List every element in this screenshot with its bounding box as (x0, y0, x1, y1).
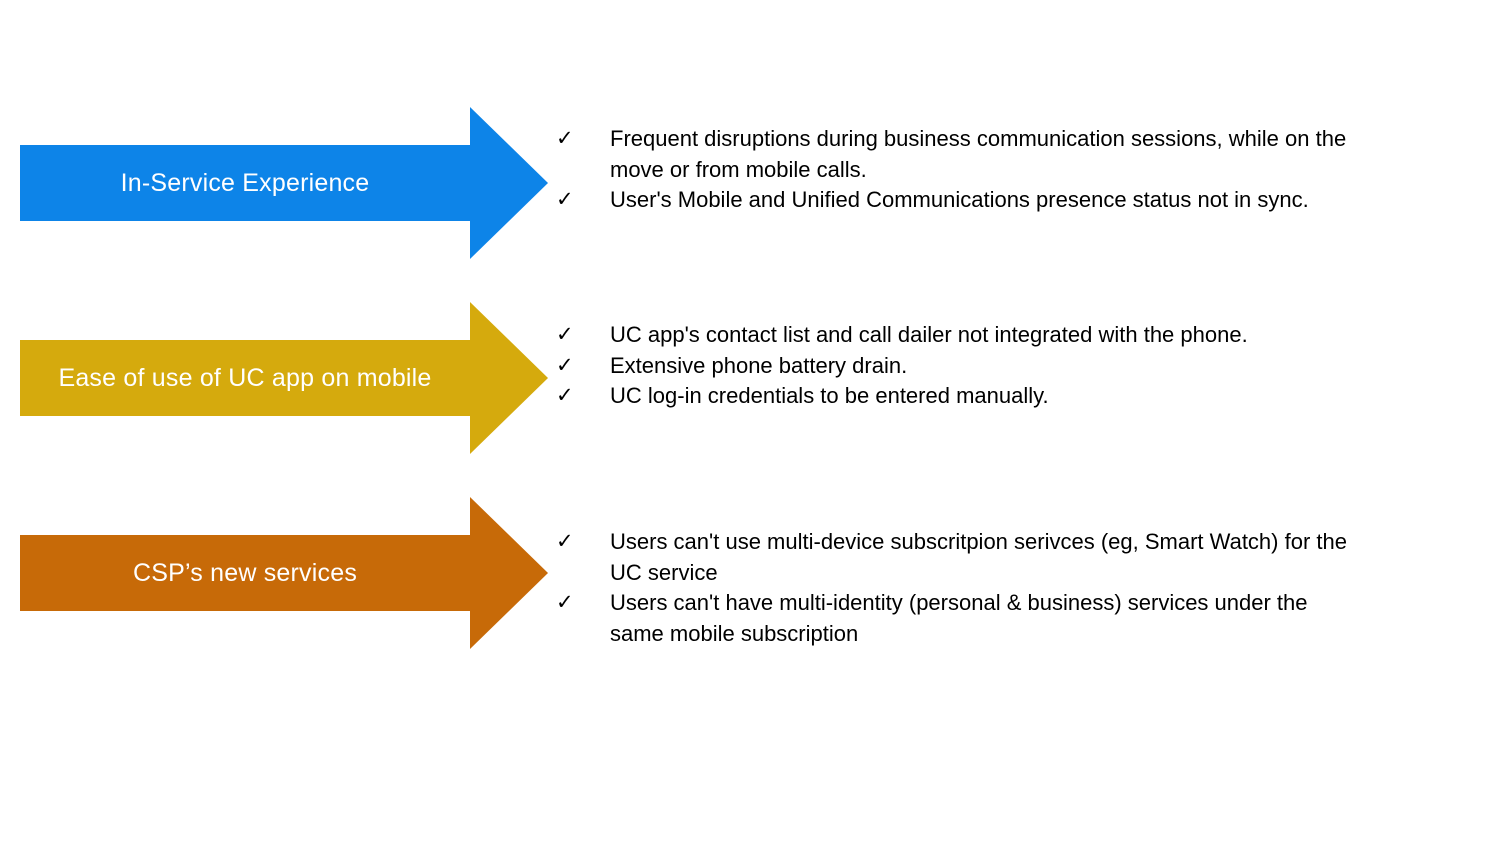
arrow-head-icon (470, 302, 548, 454)
bullet-list: ✓ Users can't use multi-device subscritpi… (556, 527, 1476, 649)
bullet-item: ✓ Frequent disruptions during business co… (556, 124, 1476, 185)
bullet-item: ✓ UC log-in credentials to be entered man… (556, 381, 1476, 412)
check-icon: ✓ (556, 323, 574, 346)
check-icon: ✓ (556, 127, 574, 150)
group-in-service-experience: In-Service Experience ✓ Frequent disrupti… (0, 107, 1500, 302)
bullet-text: Frequent disruptions during business com… (610, 126, 1347, 182)
arrow-csp-new-services: CSP’s new services (20, 497, 548, 649)
bullet-text: Users can't use multi-device subscritpio… (610, 529, 1347, 585)
check-icon: ✓ (556, 530, 574, 553)
arrow-ease-of-use: Ease of use of UC app on mobile (20, 302, 548, 454)
bullet-list: ✓ Frequent disruptions during business co… (556, 124, 1476, 216)
bullet-list: ✓ UC app's contact list and call dailer n… (556, 320, 1476, 412)
check-icon: ✓ (556, 188, 574, 211)
arrow-body: In-Service Experience (20, 145, 470, 221)
arrow-label: CSP’s new services (132, 558, 358, 587)
arrow-in-service-experience: In-Service Experience (20, 107, 548, 259)
bullet-item: ✓ Users can't use multi-device subscritpi… (556, 527, 1476, 588)
arrow-head-icon (470, 107, 548, 259)
bullet-item: ✓ Extensive phone battery drain. (556, 351, 1476, 382)
bullet-text: Extensive phone battery drain. (610, 352, 908, 378)
arrow-body: Ease of use of UC app on mobile (20, 340, 470, 416)
bullet-item: ✓ Users can't have multi-identity (person… (556, 588, 1476, 649)
arrow-body: CSP’s new services (20, 535, 470, 611)
bullet-text: Users can't have multi-identity (persona… (610, 590, 1308, 646)
arrow-label: Ease of use of UC app on mobile (58, 363, 432, 392)
group-ease-of-use: Ease of use of UC app on mobile ✓ UC app'… (0, 302, 1500, 497)
bullet-item: ✓ UC app's contact list and call dailer n… (556, 320, 1476, 351)
bullet-text: User's Mobile and Unified Communications… (610, 187, 1309, 212)
bullet-text: UC app's contact list and call dailer no… (610, 322, 1248, 347)
check-icon: ✓ (556, 591, 574, 614)
arrow-label: In-Service Experience (120, 168, 370, 197)
bullet-item: ✓ User's Mobile and Unified Communication… (556, 185, 1476, 216)
arrow-head-icon (470, 497, 548, 649)
bullet-text: UC log-in credentials to be entered manu… (610, 383, 1049, 408)
group-csp-new-services: CSP’s new services ✓ Users can't use mult… (0, 497, 1500, 692)
check-icon: ✓ (556, 384, 574, 407)
check-icon: ✓ (556, 353, 574, 377)
